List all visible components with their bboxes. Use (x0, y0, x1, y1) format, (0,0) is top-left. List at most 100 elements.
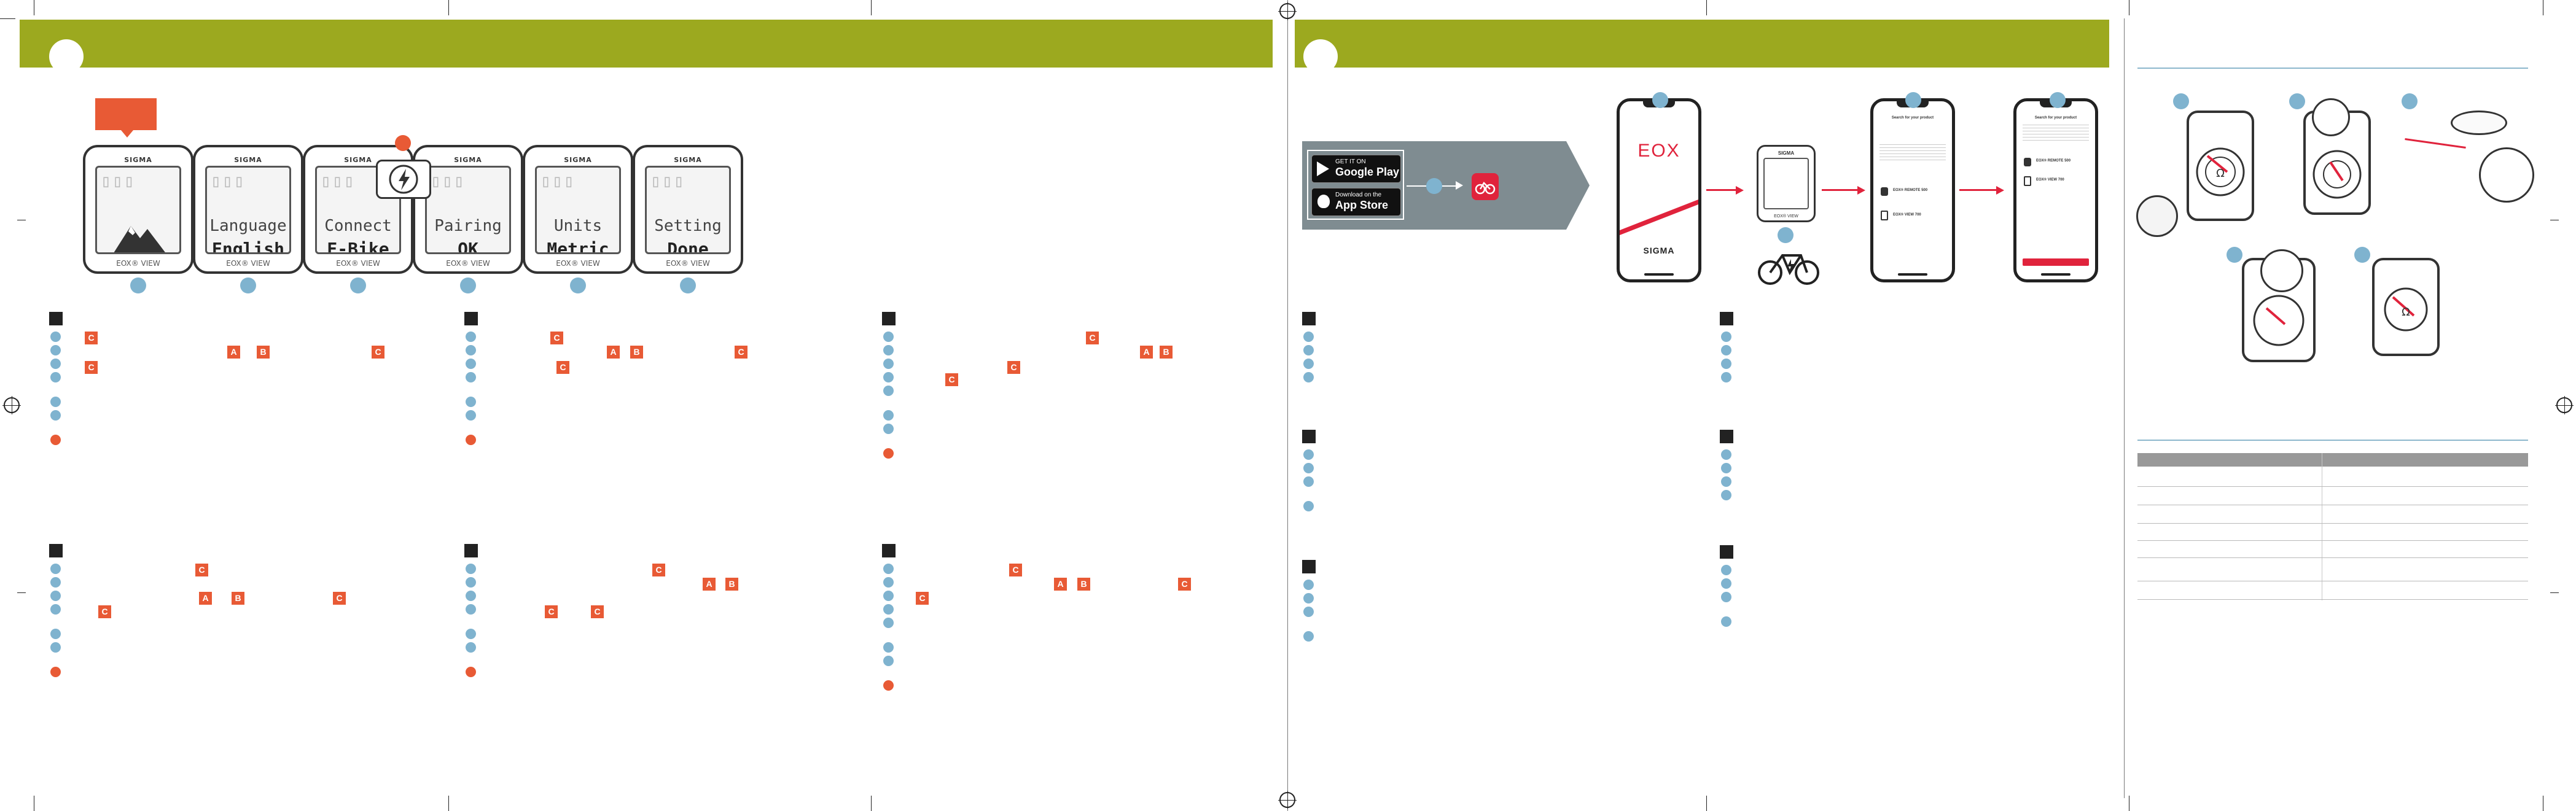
device-model: EOX® VIEW (1774, 214, 1798, 219)
step-bullet (50, 372, 61, 382)
button-label-tag-c: C (556, 361, 569, 374)
button-label-tag-b: B (257, 346, 270, 359)
step-number-dot (460, 277, 476, 293)
app-store-label: App Store (1335, 199, 1389, 211)
step-bullet (466, 604, 476, 615)
section-marker (1720, 545, 1733, 559)
registration-mark (2, 396, 21, 414)
step-bullet (883, 656, 894, 666)
phone-screen-title: Search for your product (2034, 116, 2077, 120)
product-item[interactable]: EOX® REMOTE 500 (1893, 188, 1928, 192)
step-bullet (883, 618, 894, 628)
device-screen: ▯▯▯ (95, 166, 181, 254)
step-bullet (466, 564, 476, 574)
flow-arrow (1996, 186, 2004, 195)
step-bullet (1721, 449, 1731, 460)
section-rule (2137, 68, 2528, 69)
bike-computer-device: SIGMA▯▯▯EOX® VIEW (83, 145, 193, 274)
table-row (2137, 557, 2528, 558)
device-model: EOX® VIEW (446, 259, 490, 268)
device-line1: Language (209, 217, 287, 235)
device-line2: OK (458, 239, 478, 254)
section-header-band-left (20, 20, 1273, 68)
battery-cover-figure (2451, 111, 2507, 135)
section-marker (1302, 312, 1316, 325)
step-number-dot (1652, 92, 1668, 108)
table-row (2137, 523, 2528, 524)
section-number-circle (1303, 39, 1338, 74)
product-item[interactable]: EOX® REMOTE 500 (2036, 159, 2071, 163)
lightning-icon (376, 160, 431, 199)
step-bullet (883, 386, 894, 396)
button-label-tag-b: B (1160, 346, 1173, 359)
step-bullet (1303, 593, 1314, 603)
button-label-tag-b: B (725, 578, 738, 591)
button-label-tag-a: A (1140, 346, 1153, 359)
device-segment-digits: ▯▯▯ (650, 171, 685, 191)
step-bullet (1303, 463, 1314, 473)
mountain-icon (114, 226, 165, 252)
eox-logo: EOX (1637, 141, 1680, 161)
step-bullet (466, 642, 476, 653)
ebike-icon (1758, 254, 1819, 285)
step-bullet (50, 345, 61, 355)
device-line2: E-Bike (327, 239, 389, 254)
battery-closed-figure: Ω (2372, 258, 2440, 356)
table-header (2137, 453, 2528, 467)
step-bullet (1303, 631, 1314, 642)
product-item[interactable]: EOX® VIEW 700 (1893, 213, 1921, 217)
google-play-button[interactable]: GET IT ON Google Play (1311, 155, 1401, 183)
section-number-circle (49, 39, 84, 74)
device-model: EOX® VIEW (556, 259, 600, 268)
flow-arrow (1456, 181, 1463, 190)
step-bullet (50, 642, 61, 653)
step-bullet (1303, 476, 1314, 487)
step-marker-orange (395, 135, 411, 151)
registration-mark (1278, 2, 1297, 20)
step-bullet (466, 577, 476, 588)
step-bullet (50, 564, 61, 574)
button-label-tag-c: C (550, 332, 563, 344)
registration-mark (1278, 791, 1297, 809)
red-swoosh (1620, 200, 1698, 235)
step-number-dot (2173, 93, 2189, 109)
sigma-app-icon (1472, 173, 1499, 200)
product-icon (2024, 176, 2031, 186)
step-bullet (1721, 345, 1731, 355)
device-line2: English (211, 239, 284, 254)
step-number-dot (2354, 247, 2370, 263)
device-segment-digits: ▯▯▯ (101, 171, 136, 191)
pointer-line (2405, 138, 2466, 149)
button-label-tag-b: B (1077, 578, 1090, 591)
step-number-dot (2402, 93, 2418, 109)
product-item[interactable]: EOX® VIEW 700 (2036, 178, 2064, 182)
device-segment-digits: ▯▯▯ (321, 171, 356, 191)
step-bullet (883, 424, 894, 434)
section-marker (1302, 430, 1316, 443)
step-bullet (466, 359, 476, 369)
step-number-dot (240, 277, 256, 293)
section-marker (1302, 560, 1316, 573)
app-store-button[interactable]: Download on the App Store (1311, 188, 1401, 216)
table-row (2137, 599, 2528, 600)
phone-text-block (1879, 144, 1946, 163)
battery-coin (2260, 249, 2303, 292)
button-label-tag-a: A (1054, 578, 1067, 591)
fold-line (1287, 0, 1288, 811)
button-label-tag-a: A (607, 346, 620, 359)
section-marker (1720, 430, 1733, 443)
section-marker (464, 312, 478, 325)
connect-button[interactable] (2023, 258, 2089, 266)
step-bullet (1721, 490, 1731, 500)
step-bullet (1303, 501, 1314, 511)
phone-app-splash: EOX SIGMA (1617, 98, 1701, 282)
table-row (2137, 486, 2528, 487)
note-bullet (50, 667, 61, 677)
button-label-tag-c: C (1178, 578, 1191, 591)
callout-pointer (121, 130, 133, 138)
device-line1: Connect (324, 217, 392, 235)
step-bullet (1721, 372, 1731, 382)
device-model: EOX® VIEW (226, 259, 270, 268)
step-bullet (466, 591, 476, 601)
